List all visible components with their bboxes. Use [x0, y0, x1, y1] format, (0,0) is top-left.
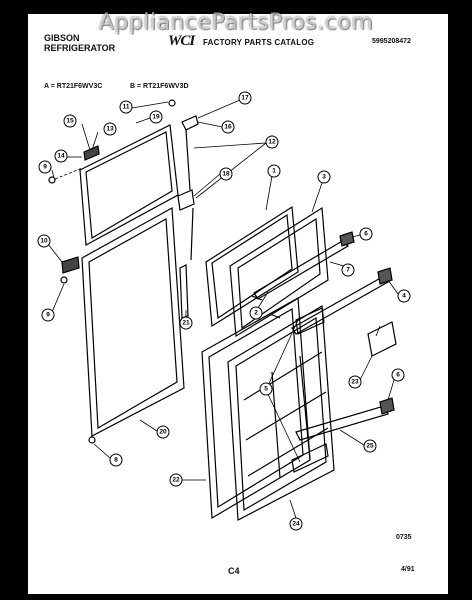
- center-hinge: [177, 189, 195, 211]
- svg-text:17: 17: [241, 95, 249, 102]
- svg-text:9: 9: [43, 164, 47, 171]
- svg-text:2: 2: [254, 310, 258, 317]
- svg-text:10: 10: [40, 238, 48, 245]
- freezer-inner-gasket: [205, 205, 299, 328]
- model-a: A = RT21F6WV3C: [44, 83, 103, 90]
- freezer-shelf-lower: [291, 275, 389, 335]
- callout-9-upper: 9: [38, 160, 52, 174]
- hinge-cap-11: [168, 99, 176, 107]
- callout-22: 22: [169, 473, 183, 487]
- butter-door: [367, 321, 397, 357]
- bottom-hinge-pin: [179, 264, 189, 319]
- svg-text:21: 21: [182, 320, 190, 327]
- svg-text:23: 23: [351, 379, 359, 386]
- catalog-title: FACTORY PARTS CATALOG: [203, 38, 315, 47]
- fresh-food-handle-trim: [61, 256, 80, 274]
- svg-text:1: 1: [272, 168, 276, 175]
- callout-7: 7: [341, 263, 355, 277]
- callout-11: 11: [119, 100, 133, 114]
- callout-19: 19: [149, 110, 163, 124]
- svg-text:16: 16: [224, 124, 232, 131]
- fresh-food-shelf-lower: [295, 405, 389, 441]
- wci-logo: WCI: [168, 33, 195, 49]
- callout-24: 24: [289, 517, 303, 531]
- freezer-door-gasket: [79, 124, 179, 246]
- callout-1: 1: [267, 164, 281, 178]
- svg-text:19: 19: [152, 114, 160, 121]
- callout-9-lower: 9: [41, 308, 55, 322]
- diagram-code: 0735: [396, 534, 412, 541]
- svg-text:6: 6: [364, 231, 368, 238]
- screw-9-upper: [48, 176, 56, 184]
- svg-text:3: 3: [322, 174, 326, 181]
- brand-name: GIBSON: [44, 33, 80, 43]
- egg-bin: [291, 443, 329, 473]
- callout-3: 3: [317, 170, 331, 184]
- callout-17: 17: [238, 91, 252, 105]
- svg-text:9: 9: [46, 312, 50, 319]
- hinge-washer-8: [88, 436, 96, 444]
- callout-20: 20: [156, 425, 170, 439]
- freezer-door-liner: [229, 206, 329, 338]
- svg-text:14: 14: [57, 153, 65, 160]
- freezer-handle-trim: [83, 145, 100, 161]
- svg-text:22: 22: [172, 477, 180, 484]
- callout-15: 15: [63, 114, 77, 128]
- fresh-food-door-liner: [227, 304, 335, 521]
- watermark: AppliancePartsPros.com: [98, 10, 374, 35]
- svg-text:20: 20: [159, 429, 167, 436]
- callout-5-upper: 5: [259, 382, 273, 396]
- fresh-food-door-gasket: [81, 207, 185, 437]
- callout-6-upper: 6: [359, 227, 373, 241]
- screw-9-lower: [60, 276, 68, 284]
- callout-23: 23: [348, 375, 362, 389]
- callout-2: 2: [249, 306, 263, 320]
- shelf-end-cap-mid: [377, 267, 393, 285]
- callout-21: 21: [179, 316, 193, 330]
- print-date: 4/91: [401, 566, 415, 573]
- svg-text:6: 6: [396, 372, 400, 379]
- callout-18: 18: [219, 167, 233, 181]
- callout-6-lower: 6: [391, 368, 405, 382]
- product-name: REFRIGERATOR: [44, 43, 116, 53]
- svg-text:11: 11: [123, 104, 130, 111]
- model-b: B = RT21F6WV3D: [130, 83, 189, 90]
- page-number: C4: [228, 566, 240, 576]
- callout-16: 16: [221, 120, 235, 134]
- callout-13: 13: [103, 122, 117, 136]
- catalog-number: 5995208472: [372, 38, 411, 45]
- svg-text:5: 5: [264, 386, 268, 393]
- svg-text:8: 8: [114, 457, 118, 464]
- callout-4: 4: [397, 289, 411, 303]
- svg-text:25: 25: [366, 443, 374, 450]
- dairy-bin: [295, 307, 325, 335]
- callout-8: 8: [109, 453, 123, 467]
- shelf-end-cap-upper: [339, 231, 355, 247]
- svg-text:7: 7: [346, 267, 350, 274]
- svg-text:4: 4: [402, 293, 406, 300]
- callout-14: 14: [54, 149, 68, 163]
- callout-12: 12: [265, 135, 279, 149]
- svg-text:18: 18: [222, 171, 230, 178]
- svg-text:12: 12: [268, 139, 276, 146]
- catalog-sheet: [28, 14, 448, 594]
- callouts: 1 2 3 4 5 5 6 6 7 8 9 9 10 11 12 13 14 1…: [37, 91, 411, 531]
- svg-text:24: 24: [292, 521, 300, 528]
- top-hinge: [181, 115, 199, 131]
- shelf-end-cap-lower: [379, 397, 395, 415]
- callout-25: 25: [363, 439, 377, 453]
- callout-10: 10: [37, 234, 51, 248]
- svg-text:13: 13: [106, 126, 114, 133]
- svg-text:15: 15: [66, 118, 74, 125]
